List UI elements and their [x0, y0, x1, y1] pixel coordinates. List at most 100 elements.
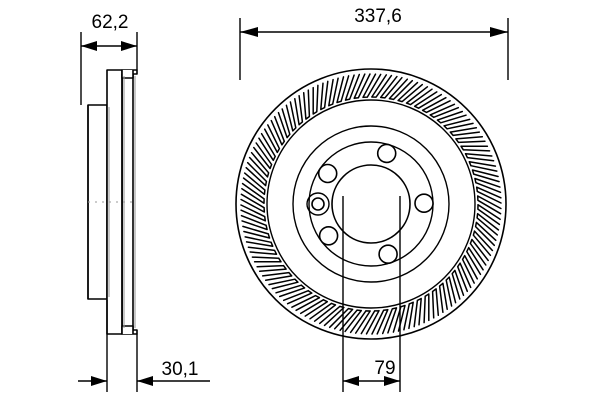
vent-notch-bottom — [121, 325, 134, 334]
cooling-vane — [241, 182, 265, 204]
bolt-hole — [378, 244, 398, 264]
cooling-vane — [469, 238, 489, 266]
arrow-right-79 — [384, 376, 400, 386]
cooling-vane — [388, 78, 414, 101]
cooling-vane — [423, 293, 430, 324]
cooling-vane — [360, 309, 380, 335]
bolt-hole — [414, 193, 434, 213]
arrow-left-79 — [343, 376, 359, 386]
cooling-vane — [476, 212, 500, 236]
cooling-vane — [261, 271, 293, 281]
cooling-vane — [302, 89, 311, 120]
cooling-vane — [474, 177, 502, 194]
cooling-vane — [455, 135, 486, 144]
cooling-vane — [371, 308, 389, 335]
cooling-vane — [429, 103, 460, 119]
cooling-vane — [240, 193, 266, 213]
cooling-vane — [275, 284, 306, 298]
cooling-vane — [251, 256, 282, 263]
cooling-vane — [456, 262, 472, 293]
cooling-vane — [258, 132, 276, 162]
cooling-vane — [381, 307, 398, 335]
bolt-hole-group — [317, 143, 434, 264]
cooling-vane — [397, 81, 424, 103]
cooling-vane — [413, 297, 422, 328]
cooling-vane — [461, 254, 479, 284]
cooling-vane — [240, 214, 268, 231]
cooling-vane — [475, 186, 502, 204]
cooling-vane — [247, 246, 278, 255]
hat-outer-circle — [292, 125, 450, 283]
dimension-label-30: 30,1 — [162, 359, 199, 380]
cooling-vane — [445, 276, 457, 307]
cooling-vane — [413, 91, 443, 109]
dimension-label-337: 337,6 — [354, 6, 402, 27]
dimension-label-79: 79 — [374, 358, 395, 379]
cooling-vane — [328, 77, 339, 107]
cooling-vane — [466, 246, 484, 276]
center-bore-circle — [331, 164, 411, 244]
cooling-vane — [312, 84, 319, 115]
cooling-vane — [248, 151, 270, 178]
cooling-vane — [344, 73, 361, 101]
cooling-vane — [476, 195, 502, 215]
side-section-view — [87, 69, 138, 335]
cooling-vane — [285, 101, 297, 132]
cooling-vane — [270, 115, 286, 146]
cooling-vane — [353, 73, 371, 100]
arrow-left-337 — [240, 27, 258, 37]
cooling-vane — [472, 230, 494, 257]
cooling-vane — [277, 108, 291, 139]
cooling-vane — [464, 153, 495, 162]
cooling-vane — [349, 310, 371, 334]
cooling-vane — [449, 127, 481, 137]
dimension-diameter-center-bore: 79 — [342, 196, 401, 392]
cooling-vane — [421, 96, 451, 114]
cooling-vane — [468, 161, 498, 172]
cooling-vane — [282, 289, 313, 305]
cooling-vane-group — [240, 73, 502, 335]
vent-notch-top — [121, 70, 134, 79]
cooling-vane — [379, 75, 403, 99]
cooling-vane — [371, 74, 393, 98]
cooling-vane — [320, 80, 329, 111]
cooling-vane — [336, 75, 350, 104]
cooling-vane — [309, 302, 337, 322]
cooling-vane — [431, 288, 440, 319]
cooling-vane — [299, 299, 329, 317]
cooling-vane — [436, 110, 467, 124]
bolt-hole — [376, 143, 397, 164]
cooling-vane — [362, 73, 382, 99]
arrow-right-62 — [121, 41, 137, 51]
threaded-extractor-hole — [306, 192, 330, 216]
cooling-vane — [477, 204, 501, 226]
cooling-vane — [263, 124, 281, 154]
dimension-label-62: 62,2 — [92, 12, 129, 33]
cooling-vane — [403, 301, 414, 331]
cooling-vane — [244, 236, 274, 247]
disc-hat-section — [87, 104, 108, 300]
dimension-diameter-outer: 337,6 — [239, 6, 509, 80]
arrow-left-30 — [91, 376, 107, 386]
cooling-vane — [268, 278, 299, 290]
cooling-vane — [460, 145, 491, 152]
cooling-vane — [474, 221, 497, 247]
threaded-hole-inner — [311, 197, 325, 211]
threaded-hole-outer — [306, 192, 330, 216]
cooling-vane — [256, 264, 287, 273]
cooling-vane — [471, 169, 500, 183]
cooling-vane — [242, 172, 266, 196]
cooling-vane — [438, 282, 448, 314]
cooling-vane — [240, 204, 267, 222]
cooling-vane — [443, 118, 474, 130]
arrow-right-337 — [490, 27, 508, 37]
dimension-thickness-friction-ring: 30,1 — [78, 300, 210, 392]
arrow-right-30 — [137, 376, 153, 386]
front-face-view — [235, 68, 507, 340]
cooling-vane — [291, 294, 321, 312]
arrow-left-62 — [81, 41, 97, 51]
cooling-vane — [294, 94, 304, 126]
cooling-vane — [242, 225, 271, 239]
